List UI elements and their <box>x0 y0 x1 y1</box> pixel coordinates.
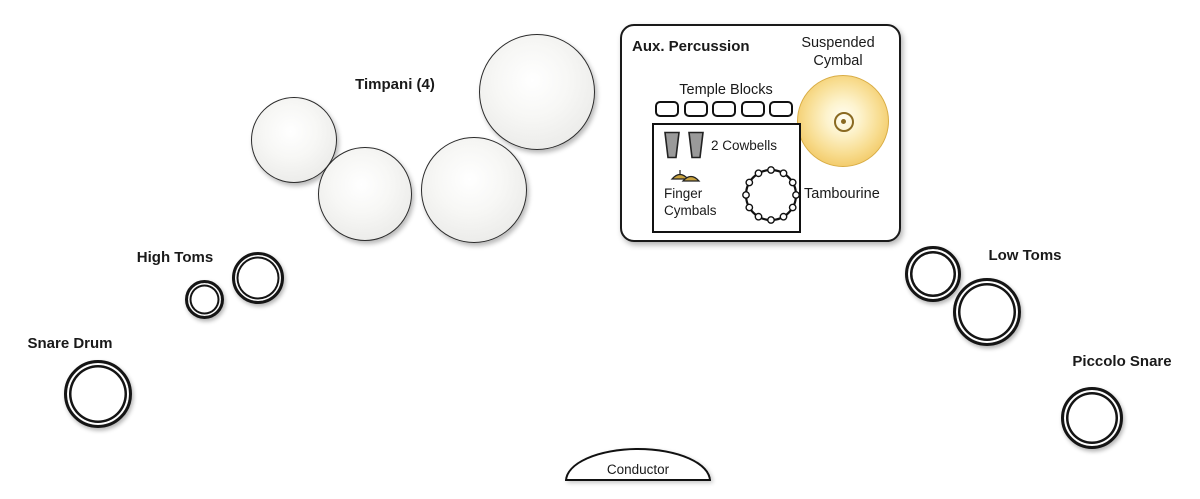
temple-block-icon <box>740 101 765 117</box>
suspended-cymbal-icon <box>797 75 889 167</box>
low-toms-label: Low Toms <box>988 247 1062 264</box>
high-toms-label: High Toms <box>136 249 214 266</box>
small-percussion-box: 2 Cowbells Finger Cymbals <box>652 123 801 233</box>
temple-blocks-row <box>655 101 795 117</box>
low-tom-small <box>905 246 961 302</box>
tambourine-icon <box>740 164 802 231</box>
temple-block-icon <box>655 101 679 117</box>
piccolo-snare-label: Piccolo Snare <box>1072 353 1172 370</box>
temple-blocks-label: Temple Blocks <box>679 82 773 98</box>
snare-drum <box>64 360 132 428</box>
timpani-drum-3 <box>421 137 527 243</box>
timpani-drum-4 <box>479 34 595 150</box>
cowbells-label: 2 Cowbells <box>711 138 778 153</box>
cowbell-icon <box>662 131 682 164</box>
timpani-label: Timpani (4) <box>355 76 435 93</box>
tambourine-label: Tambourine <box>804 186 880 202</box>
snare-drum-label: Snare Drum <box>27 335 113 352</box>
cowbell-icon <box>686 131 706 164</box>
finger-cymbals-icon <box>670 167 704 188</box>
timpani-drum-2 <box>318 147 412 241</box>
aux-percussion-title: Aux. Percussion <box>632 38 750 55</box>
conductor-podium: Conductor <box>565 448 711 481</box>
temple-block-icon <box>683 101 708 117</box>
high-tom-large <box>232 252 284 304</box>
high-tom-small <box>185 280 224 319</box>
piccolo-snare-drum <box>1061 387 1123 449</box>
conductor-label: Conductor <box>606 462 670 477</box>
cymbal-center-ring <box>834 112 854 132</box>
suspended-cymbal-label: Suspended Cymbal <box>801 35 875 69</box>
finger-cymbals-label: Finger Cymbals <box>664 186 717 218</box>
temple-block-icon <box>769 101 793 117</box>
aux-percussion-panel: Aux. Percussion Suspended Cymbal Temple … <box>620 24 901 242</box>
timpani-drum-1 <box>251 97 337 183</box>
temple-block-icon <box>712 101 736 117</box>
cymbal-center-dot <box>840 118 846 124</box>
low-tom-large <box>953 278 1021 346</box>
